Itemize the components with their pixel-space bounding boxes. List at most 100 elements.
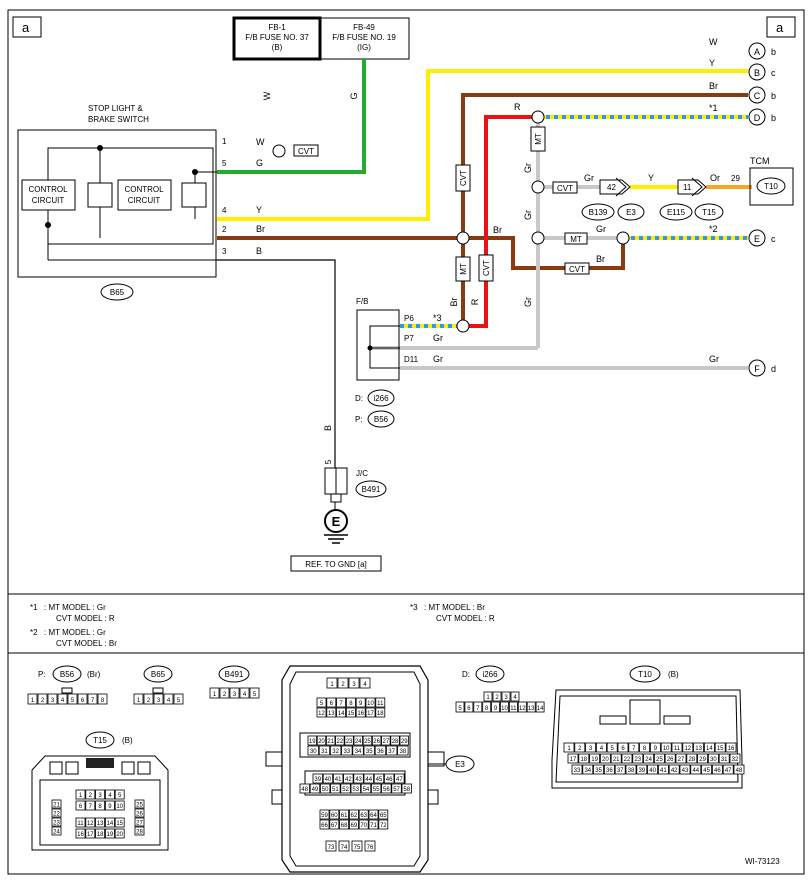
cv-e3-pin-label: 30 [310,749,317,755]
cv-i266-pin-cell [535,701,545,713]
cv-t10-pin-cell [701,764,712,775]
wire-brown-cvt [217,236,625,270]
cv-i266-pin-label: 10 [501,706,508,712]
cv-t10-pin-label: 47 [725,768,732,774]
cv-t15-pin-label: 15 [116,821,123,827]
cv-t10-pin-cell [639,742,650,753]
cv-t15-pin-label: 20 [116,832,123,838]
cv-t15-pin-label: 10 [116,804,123,810]
note-1-mark: *1 [30,603,38,612]
control-circuit-1-l1: CONTROL [28,185,68,194]
cv-e3-pin-cell [319,819,330,830]
fb-conn-d-prefix: D: [355,394,363,403]
cv-b56-pin-label: 1 [31,698,35,704]
cv-i266-pin-label: 14 [537,706,544,712]
cv-t10-pin-cell [679,764,691,775]
tag-t15-text: T15 [702,208,716,217]
cv-t10-pin-label: 22 [624,757,631,763]
wire-black-ground [217,259,336,468]
switch-wire-br: Br [256,224,265,234]
cv-t15-pin-cell [114,828,125,839]
tag-cvt-tcm [552,181,578,194]
cv-e3-pin-cell [378,819,389,830]
cv-e3-pin-cell [355,697,366,708]
cv-e3-pin-cell [370,783,382,794]
tcm-label: TCM [750,156,770,166]
control-circuit-2-l1: CONTROL [124,185,164,194]
switch-title-line2: BRAKE SWITCH [88,115,149,124]
cv-e3-pin-label: 10 [367,701,374,707]
cv-i266-pin-label: 2 [495,695,499,701]
cv-t10-pin-label: 16 [728,746,735,752]
cv-e3-pin-cell [332,773,344,784]
cv-e3-tab-right [427,751,445,767]
tag-b139-text: B139 [589,208,608,217]
cv-e3-pin-cell [344,735,354,746]
note-2-line2: CVT MODEL : Br [56,639,117,648]
cv-e3-pin-label: 27 [383,739,390,745]
cv-b56-pin-label: 2 [41,698,45,704]
cv-t10-pin-cell [621,753,633,764]
terminal-c-page: b [771,91,776,101]
cv-i266-pin-cell [501,691,511,702]
tag-mt-e [564,232,588,245]
cv-e3-pin-label: 38 [400,749,407,755]
tag-e3 [617,203,645,221]
inline-connector-11-arrow [691,177,703,197]
cv-e3-pin-label: 64 [370,813,377,819]
cv-t10-pin-cell [725,742,737,753]
fb-conn-d-text: i266 [373,394,389,403]
cv-t15-key-2 [65,761,79,775]
cv-t10-pin-cell [693,742,704,753]
note-3-line2: CVT MODEL : R [436,614,495,623]
terminal-e-letter: E [754,234,760,244]
cv-b56-pin-label: 5 [71,698,75,704]
cv-e3-pin-label: 55 [373,787,380,793]
cv-t10-pin-label: 32 [732,757,739,763]
cv-t10-pin-cell [697,753,708,764]
cv-e3-block-1 [299,732,411,758]
cv-e3-housing-inner [289,671,421,867]
cv-i266-pin-cell [500,701,509,713]
cv-e3-pin-label: 52 [342,787,349,793]
label-gr-v3: Gr [523,297,533,307]
cv-e3-pin-label: 6 [330,701,334,707]
cv-t15-pin-label: 11 [77,821,84,827]
diagram-frame [7,9,805,875]
cv-t10-pin-cell [647,764,658,775]
tcm-pin: 29 [731,174,740,183]
cv-e3-pin-label: 11 [377,701,384,707]
cv-e3-pin-label: 17 [367,711,374,717]
cv-t10-pin-cell [610,753,622,764]
cv-t10-pin-cell [574,742,586,753]
cv-e3-pin-cell [368,809,379,820]
cv-e3-pin-cell [358,809,369,820]
cv-e3-pin-label: 56 [383,787,390,793]
cv-t10-tag [629,665,661,683]
cv-e3-pin-cell [348,677,360,689]
cv-b491-tag [218,665,250,683]
control-circuit-2-l2: CIRCUIT [128,196,161,205]
cv-b56-pin-cell [47,693,58,705]
cv-t10-pin-label: 15 [717,746,724,752]
cv-t10-pin-cell [675,753,687,764]
cv-b65-code: B65 [151,670,166,679]
switch-pin-1: 1 [222,137,227,146]
cv-e3-pin-cell [362,735,373,746]
cv-e3-pin-cell [351,840,363,852]
fb-pin-d11: D11 [404,355,419,364]
cv-t10-housing-inner [555,695,739,783]
cv-e3-pin-label: 29 [401,739,408,745]
switch-node-1 [97,145,103,151]
cv-t15-pin-label: 5 [118,793,122,799]
label-or-tcm: Or [710,173,720,183]
cv-e3-pin-label: 48 [301,787,308,793]
cv-e3-code: E3 [455,760,465,769]
cv-t10-pin-label: 25 [656,757,663,763]
cv-b491-code: B491 [225,670,244,679]
cv-t10-pin-label: 23 [634,757,641,763]
